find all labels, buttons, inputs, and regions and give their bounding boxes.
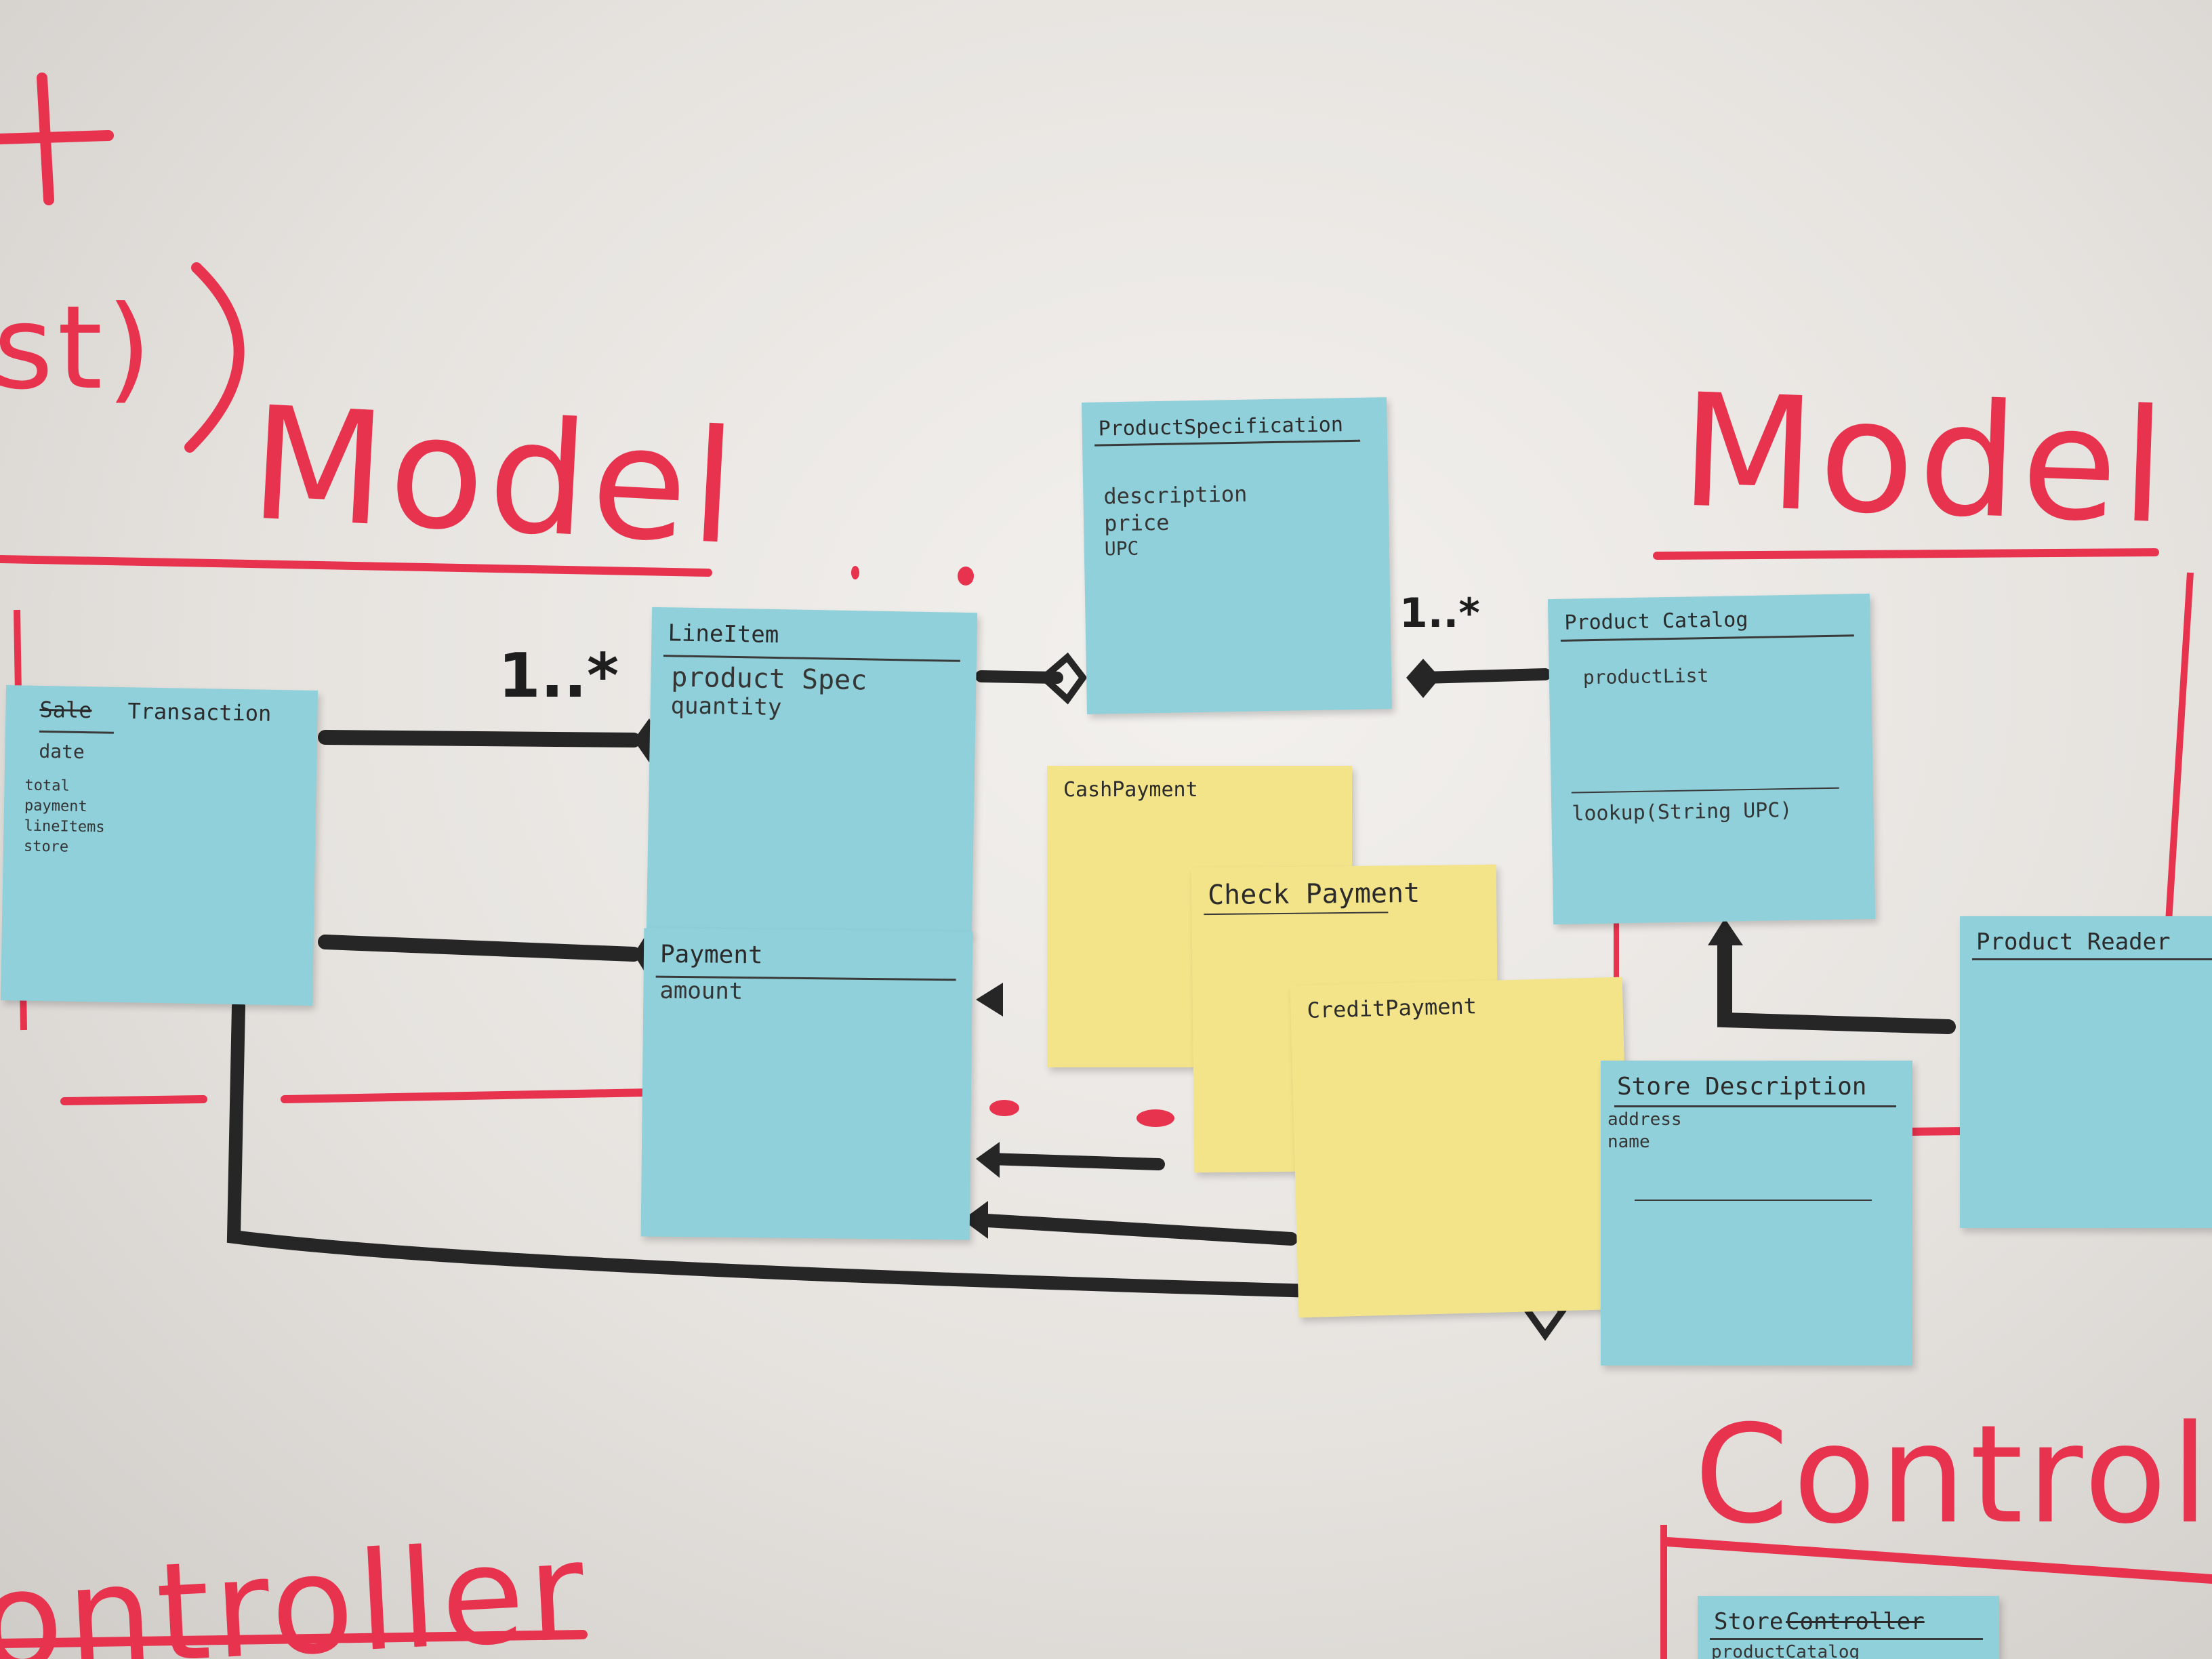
note-attr: description xyxy=(1103,480,1248,510)
note-attr: quantity xyxy=(670,692,782,722)
note-title: Check Payment xyxy=(1207,877,1420,912)
model-underline-left xyxy=(0,555,712,577)
arrow-check-payment xyxy=(976,1142,1000,1178)
partial-close-paren xyxy=(184,262,245,453)
red-vertical-right xyxy=(2165,572,2194,922)
note-product-specification[interactable]: ProductSpecification description price U… xyxy=(1082,397,1392,714)
note-title: CreditPayment xyxy=(1307,993,1477,1023)
line-check-payment xyxy=(983,1153,1165,1170)
controller-divider-left xyxy=(60,1095,207,1105)
arrow-credit-payment xyxy=(962,1201,988,1239)
note-title: Payment xyxy=(659,940,763,970)
note-attr: amount xyxy=(659,977,743,1006)
note-attr: productCatalog xyxy=(1711,1642,1860,1659)
note-method: lookup(String UPC) xyxy=(1572,798,1793,826)
note-attr: date xyxy=(39,739,85,764)
line-catalog-spec xyxy=(1417,668,1551,684)
note-divider xyxy=(1710,1638,1983,1640)
note-attr: price xyxy=(1103,509,1170,537)
note-lineitem[interactable]: LineItem product Spec quantity xyxy=(646,607,978,935)
model-label-right: Model xyxy=(1677,361,2173,559)
note-attr: store xyxy=(23,838,69,856)
line-transaction-store xyxy=(226,1000,1322,1298)
note-title: ProductSpecification xyxy=(1098,413,1344,441)
controller-underline-left xyxy=(0,1630,588,1648)
model-label-left: Model xyxy=(246,373,744,580)
note-attr: UPC xyxy=(1104,537,1139,560)
note-attr: address xyxy=(1607,1109,1682,1130)
note-divider xyxy=(39,730,114,734)
note-attr: productList xyxy=(1582,664,1709,689)
line-credit-payment xyxy=(969,1213,1298,1246)
note-title: CashPayment xyxy=(1063,778,1198,802)
note-store-controller[interactable]: Store Controller productCatalog xyxy=(1698,1596,1999,1659)
note-divider xyxy=(1614,1105,1896,1107)
left-partial-st: st) xyxy=(0,281,156,415)
multiplicity-lineitem: 1..* xyxy=(498,640,619,712)
controller-divider-mid xyxy=(281,1088,655,1103)
red-dot xyxy=(851,566,859,579)
note-divider xyxy=(1204,912,1389,916)
note-divider xyxy=(1560,634,1854,642)
line-transaction-payment xyxy=(318,935,641,962)
note-attr: total xyxy=(24,777,70,795)
note-attr: product Spec xyxy=(670,661,867,697)
note-store-description[interactable]: Store Description address name xyxy=(1601,1061,1912,1366)
model-underline-right xyxy=(1653,548,2159,560)
note-title: Store Description xyxy=(1617,1073,1867,1101)
partial-letter-t xyxy=(0,73,114,205)
red-dot xyxy=(958,567,974,586)
arrow-reader-catalog xyxy=(1708,918,1743,945)
note-attr: payment xyxy=(24,797,87,816)
note-title: Product Reader xyxy=(1976,928,2171,956)
note-title-struck: Controller xyxy=(1786,1608,1925,1635)
controller-underline-right xyxy=(1662,1537,2212,1584)
diamond-catalog xyxy=(1406,659,1440,698)
note-credit-payment[interactable]: CreditPayment xyxy=(1290,977,1631,1318)
line-reader-catalog xyxy=(1717,938,1956,1034)
note-divider xyxy=(663,655,960,662)
note-divider xyxy=(1094,439,1361,447)
note-divider xyxy=(1571,787,1839,794)
red-dot xyxy=(989,1100,1019,1116)
note-payment[interactable]: Payment amount xyxy=(640,928,973,1240)
note-title: LineItem xyxy=(668,619,779,649)
note-transaction[interactable]: Sale Transaction date total payment line… xyxy=(0,685,319,1006)
note-title: Transaction xyxy=(127,698,272,726)
note-product-catalog[interactable]: Product Catalog productList lookup(Strin… xyxy=(1547,593,1876,925)
note-title-struck: Sale xyxy=(39,696,92,724)
note-title: Product Catalog xyxy=(1564,608,1748,635)
multiplicity-catalog: 1..* xyxy=(1399,590,1480,637)
line-transaction-lineitem xyxy=(318,730,641,747)
diamond-spec xyxy=(1038,652,1088,705)
arrow-cash-payment xyxy=(976,983,1003,1017)
note-attr: name xyxy=(1607,1132,1650,1152)
note-attr: lineItems xyxy=(24,817,105,836)
note-divider xyxy=(1635,1200,1872,1201)
red-dot xyxy=(1136,1109,1174,1127)
note-product-reader[interactable]: Product Reader xyxy=(1960,916,2212,1228)
note-divider xyxy=(1972,958,2212,960)
note-title: Store xyxy=(1714,1608,1784,1635)
controller-label-right: Controlle xyxy=(1694,1396,2212,1554)
